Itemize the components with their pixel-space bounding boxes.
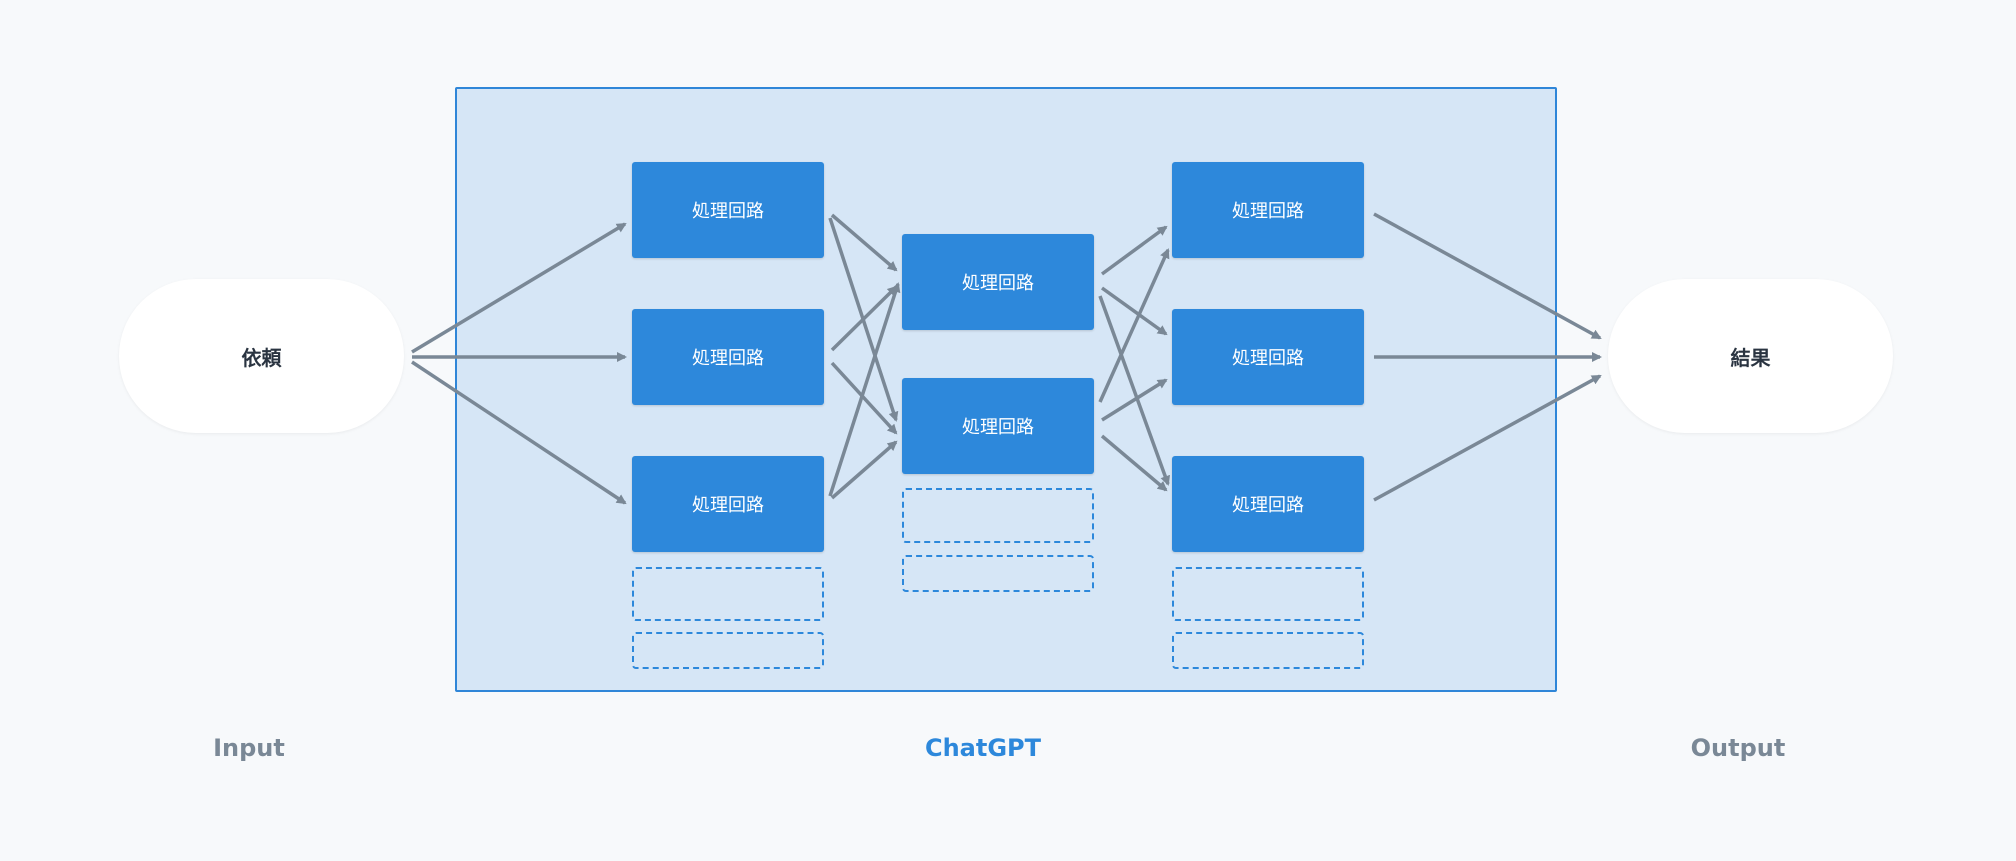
input-caption: Input: [213, 734, 285, 762]
arrow-l2b-l3c: [1100, 434, 1168, 492]
arrow-l2b-l3a: [1098, 248, 1170, 403]
arrow-l1c-l2b: [830, 440, 898, 500]
processing-circuit-l3-3: 処理回路: [1172, 456, 1364, 552]
processing-circuit-l1-1: 処理回路: [632, 162, 824, 258]
input-node: 依頼: [119, 279, 404, 433]
processing-circuit-l2-1: 処理回路: [902, 234, 1094, 330]
empty-slot-l2-1: [902, 488, 1094, 543]
arrow-l3c-output: [1373, 374, 1602, 502]
empty-slot-l2-2: [902, 555, 1094, 592]
processing-circuit-l2-2: 処理回路: [902, 378, 1094, 474]
processing-circuit-l1-3: 処理回路: [632, 456, 824, 552]
processing-circuit-l3-1: 処理回路: [1172, 162, 1364, 258]
empty-slot-l3-2: [1172, 632, 1364, 669]
output-caption: Output: [1690, 734, 1786, 762]
arrow-l3a-output: [1373, 212, 1602, 340]
arrow-l1a-l2a: [830, 213, 898, 272]
output-node: 結果: [1608, 279, 1893, 433]
arrow-l1b-l2a: [830, 285, 898, 352]
arrow-l1b-l2b: [830, 361, 898, 435]
processing-circuit-l3-2: 処理回路: [1172, 309, 1364, 405]
arrow-input-l1a: [411, 222, 627, 354]
arrow-l2a-l3a: [1100, 225, 1168, 276]
arrow-l2a-l3b: [1100, 286, 1168, 336]
arrow-l2a-l3c: [1098, 295, 1170, 486]
empty-slot-l3-1: [1172, 567, 1364, 621]
chatgpt-caption: ChatGPT: [924, 734, 1042, 762]
empty-slot-l1-2: [632, 632, 824, 669]
arrow-input-l1c: [411, 360, 627, 505]
processing-circuit-l1-2: 処理回路: [632, 309, 824, 405]
arrow-l2b-l3b: [1101, 378, 1168, 422]
arrow-l1c-l2a: [828, 282, 901, 497]
empty-slot-l1-1: [632, 567, 824, 621]
